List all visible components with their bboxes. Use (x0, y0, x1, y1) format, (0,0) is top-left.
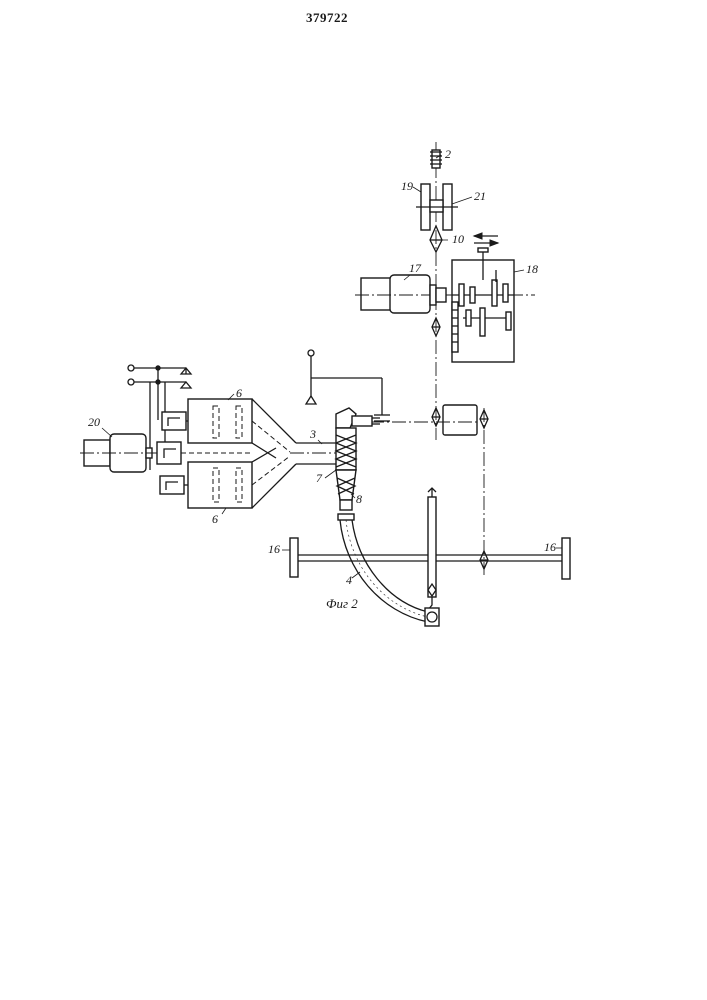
label-16-left: 16 (268, 542, 280, 556)
figure-caption: Фиг 2 (326, 596, 358, 611)
label-20: 20 (88, 415, 100, 429)
motor-20 (80, 434, 165, 472)
pipe-3 (252, 421, 345, 485)
mixer-8 (336, 470, 356, 520)
label-6-upper: 6 (236, 386, 242, 400)
mixer-7 (336, 408, 380, 470)
label-17: 17 (409, 261, 422, 275)
gearbox-18 (452, 248, 514, 362)
right-shaft (480, 408, 488, 575)
label-21: 21 (474, 189, 486, 203)
patent-number: 379722 (306, 10, 348, 25)
vertical-column (425, 488, 439, 626)
label-10: 10 (452, 232, 464, 246)
label-19: 19 (401, 179, 413, 193)
label-4: 4 (346, 573, 352, 587)
hopper-upper-6 (162, 399, 296, 458)
label-7: 7 (316, 471, 323, 485)
label-18: 18 (526, 262, 538, 276)
label-6-lower: 6 (212, 512, 218, 526)
leader-lines (102, 155, 562, 578)
label-8: 8 (356, 492, 362, 506)
label-2: 2 (445, 147, 451, 161)
label-16-right: 16 (544, 540, 556, 554)
middle-feeder (157, 442, 250, 464)
label-3: 3 (309, 427, 316, 441)
